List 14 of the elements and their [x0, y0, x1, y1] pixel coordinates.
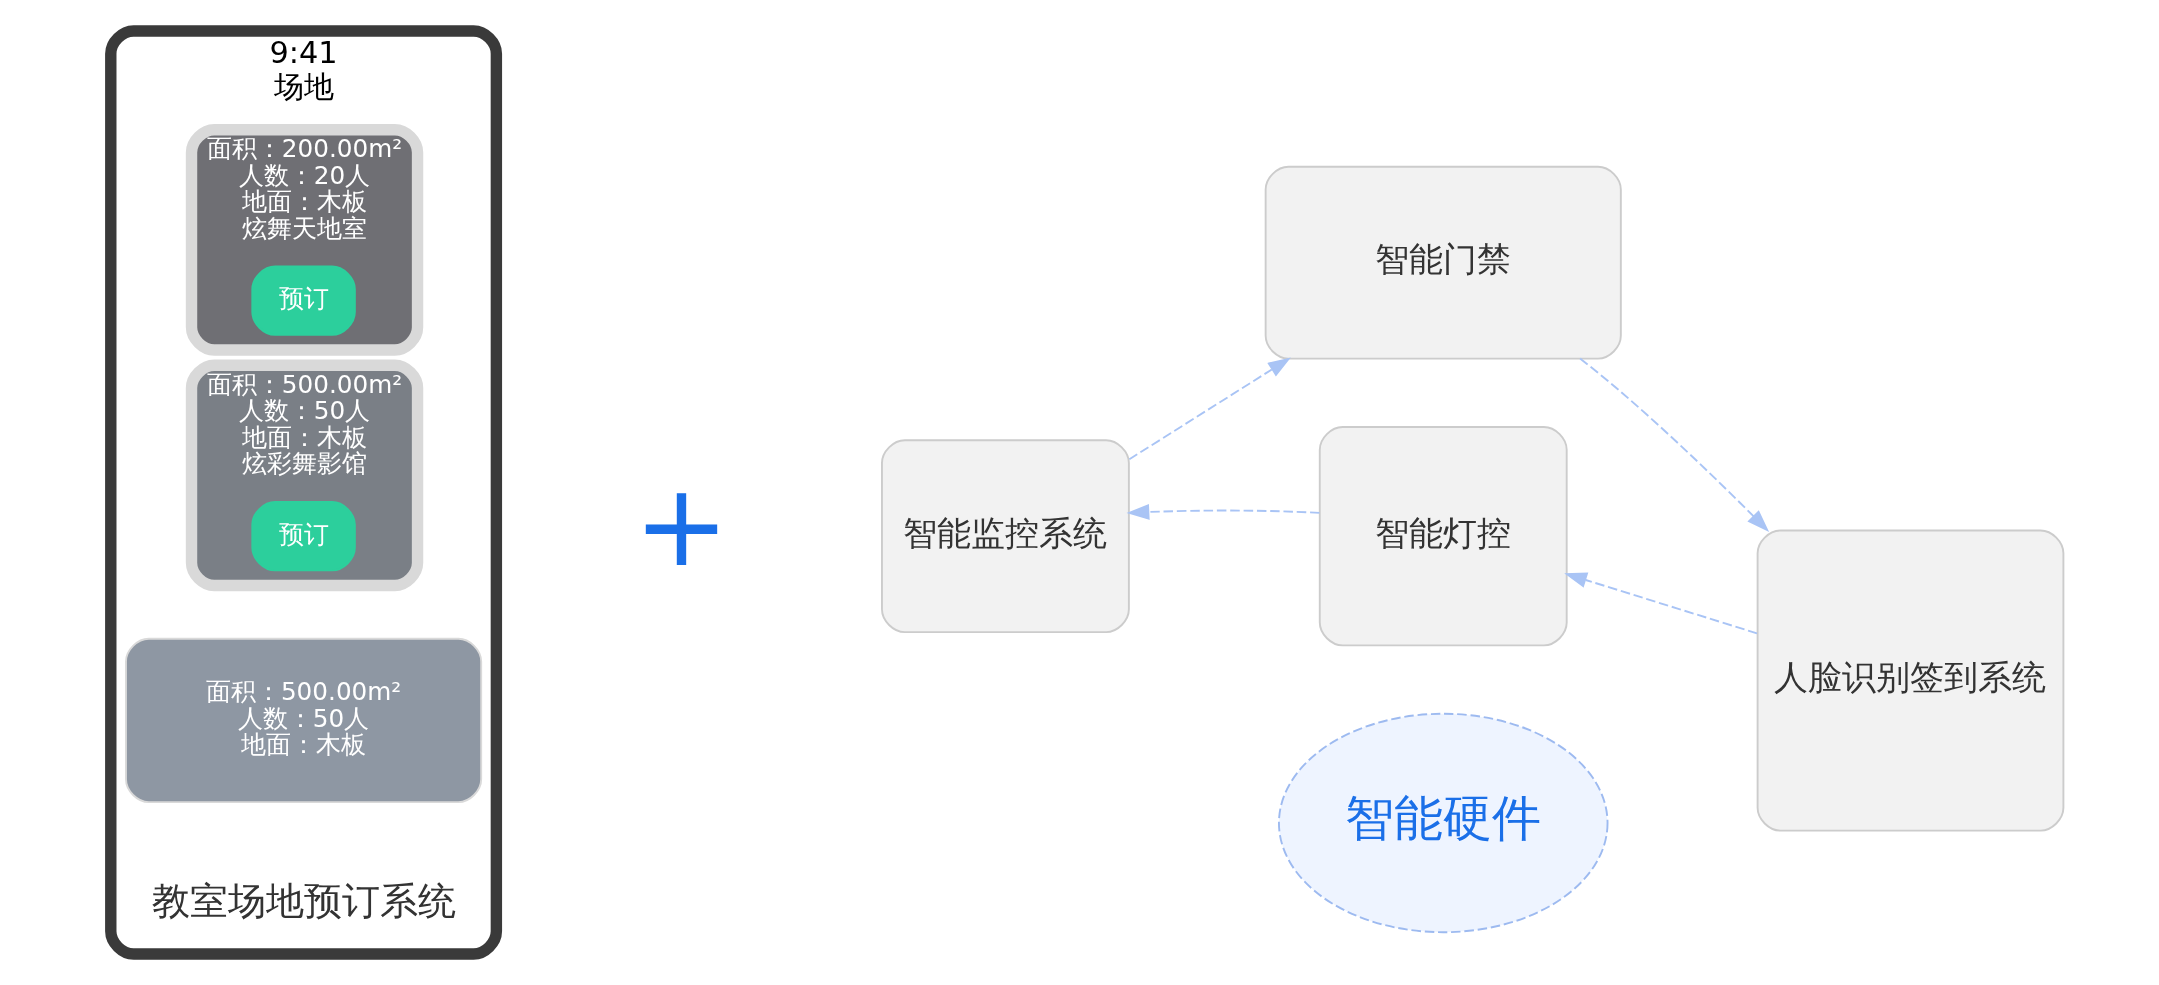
node-box: 智能监控系统: [881, 439, 1130, 634]
node-label: 教室场地预订系统: [151, 879, 456, 924]
node-box: 智能灯控: [1318, 426, 1568, 647]
node-box: 人脸识别签到系统: [1756, 529, 2065, 832]
node-box: 智能门禁: [1264, 165, 1622, 360]
node-box: 预订: [251, 501, 356, 572]
arrow: [1126, 503, 1321, 520]
node-ellipse: 智能硬件: [1278, 712, 1609, 934]
arrow: [1564, 572, 1758, 635]
node-box: 预订: [251, 265, 356, 336]
node-box: 面积：500.00m² 人数：50人 地面：木板: [125, 637, 483, 804]
arrow: [1579, 357, 1770, 532]
arrow: [1128, 357, 1291, 461]
label: +: [633, 458, 730, 592]
